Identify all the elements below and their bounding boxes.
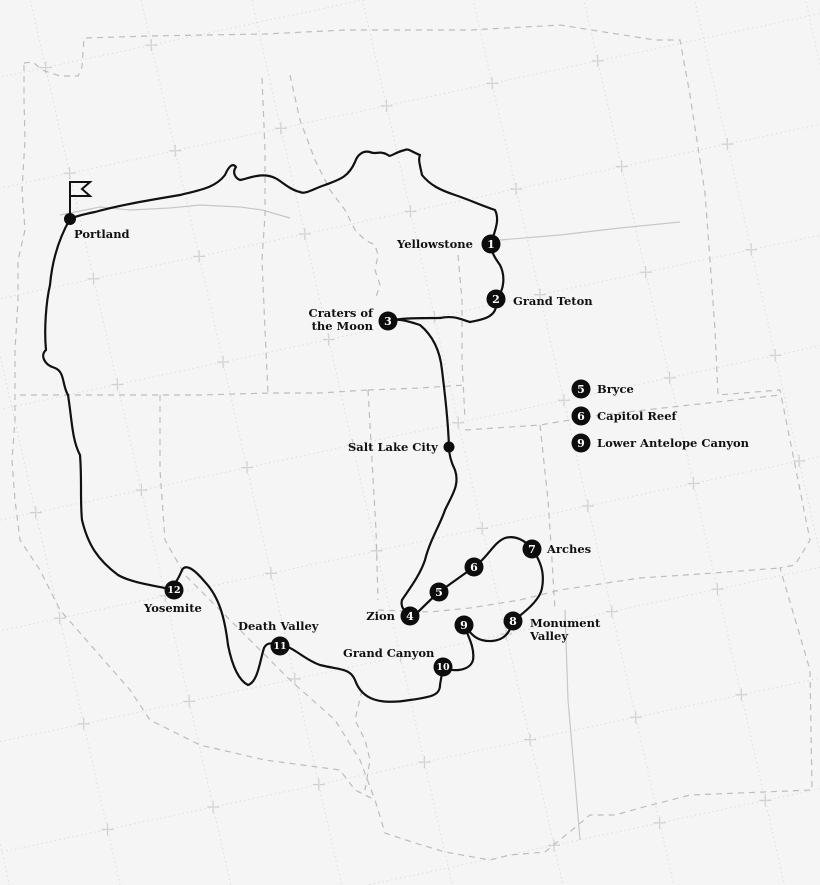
- stop-label: Arches: [546, 542, 591, 556]
- stop-marker: [433, 657, 453, 677]
- stop-number: 5: [435, 586, 443, 599]
- stop-label: Grand Teton: [513, 294, 593, 308]
- stop-number: 2: [492, 293, 500, 306]
- stop-number: 1: [487, 238, 495, 251]
- stop-label: Craters of: [309, 306, 374, 320]
- legend-number: 9: [577, 437, 585, 450]
- border-id-ut: [367, 384, 466, 391]
- label-salt-lake-city: Salt Lake City: [348, 440, 438, 454]
- border-ut-wy: [464, 394, 781, 431]
- stop-number: 8: [509, 615, 517, 628]
- border-ut-az: [377, 567, 781, 613]
- stop-grand-teton: 2 Grand Teton: [486, 289, 593, 309]
- route-path: [42, 148, 544, 703]
- border-or-ca: [20, 389, 369, 396]
- start-marker-portland: Portland: [64, 181, 130, 241]
- stop-arches: 7 Arches: [522, 539, 591, 559]
- stop-marker: [454, 615, 474, 635]
- legend-label: Bryce: [597, 382, 634, 396]
- stop-marker: [503, 611, 523, 631]
- legend-item: 5 Bryce: [571, 379, 634, 399]
- border-az-nm: [564, 609, 581, 841]
- stop-label: Zion: [366, 609, 395, 623]
- stop-bryce: 5: [429, 582, 449, 602]
- border-az-ca: [354, 689, 371, 791]
- border-ca-nv: [159, 395, 376, 801]
- legend-off-route-stops: 5 Bryce 6 Capitol Reef 9 Lower Antelope Canyo…: [571, 379, 750, 453]
- portland-dot: [64, 213, 76, 225]
- region-outline: [11, 24, 813, 861]
- legend-number: 6: [577, 410, 585, 423]
- stop-marker: [270, 636, 290, 656]
- stop-marker: [400, 606, 420, 626]
- flag-icon: [69, 181, 93, 219]
- stop-marker: [378, 311, 398, 331]
- border-ut-co: [539, 424, 556, 611]
- stop-label: Death Valley: [238, 619, 319, 633]
- stop-number: 4: [406, 610, 414, 623]
- stop-number: 9: [460, 619, 468, 632]
- legend-label: Capitol Reef: [597, 409, 678, 423]
- border-mt-id: [289, 74, 381, 301]
- stop-label: Monument: [530, 616, 601, 630]
- salt-lake-city-dot: [443, 441, 455, 453]
- state-borders: [11, 24, 813, 861]
- stop-label: the Moon: [312, 319, 374, 333]
- stop-number: 12: [167, 585, 180, 596]
- stop-label: Yellowstone: [396, 237, 473, 251]
- border-mt-wy: [499, 221, 681, 241]
- stop-number: 6: [470, 561, 478, 574]
- stop-capitol-reef: 6: [464, 557, 484, 577]
- stop-zion: 4 Zion: [366, 606, 420, 626]
- legend-marker: [571, 406, 591, 426]
- stop-number: 3: [384, 315, 392, 328]
- stop-marker: [522, 539, 542, 559]
- border-id-west: [261, 77, 269, 394]
- stop-number: 10: [436, 662, 450, 673]
- stop-yellowstone: 1 Yellowstone: [396, 234, 501, 254]
- stop-number: 7: [528, 543, 536, 556]
- stop-marker: [429, 582, 449, 602]
- legend-number: 5: [577, 383, 585, 396]
- stop-label: Grand Canyon: [343, 646, 435, 660]
- stop-marker: [464, 557, 484, 577]
- stop-lower-antelope-canyon: 9: [454, 615, 474, 635]
- stop-death-valley: 11 Death Valley: [238, 619, 319, 656]
- stop-number: 11: [273, 641, 286, 652]
- legend-label: Lower Antelope Canyon: [597, 436, 750, 450]
- legend-marker: [571, 379, 591, 399]
- legend-marker: [571, 433, 591, 453]
- stop-marker: [481, 234, 501, 254]
- legend-item: 6 Capitol Reef: [571, 406, 678, 426]
- waypoint-salt-lake-city: Salt Lake City: [348, 440, 455, 454]
- border-id-wy: [457, 254, 466, 421]
- stop-marker: [164, 580, 184, 600]
- legend-item: 9 Lower Antelope Canyon: [571, 433, 750, 453]
- border-wa-or: [59, 204, 291, 219]
- border-nv-ut: [367, 389, 379, 601]
- stop-marker: [486, 289, 506, 309]
- stop-label: Yosemite: [143, 601, 202, 615]
- stop-label: Valley: [529, 629, 568, 643]
- label-portland: Portland: [74, 227, 130, 241]
